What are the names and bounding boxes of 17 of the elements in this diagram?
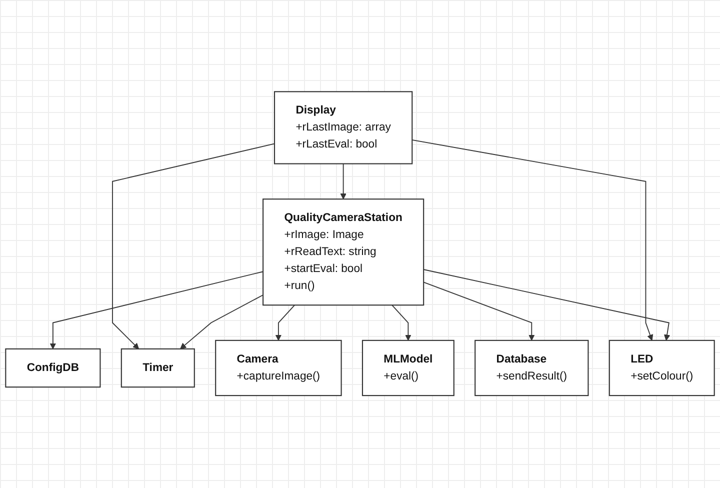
arrow [180,294,264,350]
arrow [392,305,412,342]
arrow [275,305,296,342]
node-box: Database +sendResult() [474,340,589,396]
node-box: Camera +captureImage() [215,340,342,396]
arrow [50,272,264,350]
arrow [340,164,346,200]
arrow [412,140,654,342]
arrow [423,282,535,342]
node-box: Timer [120,348,195,388]
arrow [423,269,670,342]
arrow [112,144,275,350]
node-box: LED +setColour() [608,340,715,396]
node-box: MLModel +eval() [362,340,454,396]
node-box: Display +rLastImage: array +rLastEval: bool [274,92,413,165]
node-box: QualityCameraStation +rImage: Image +rReadText: string +startEval: bool +run() [262,198,424,306]
node-box: ConfigDB [5,348,101,388]
